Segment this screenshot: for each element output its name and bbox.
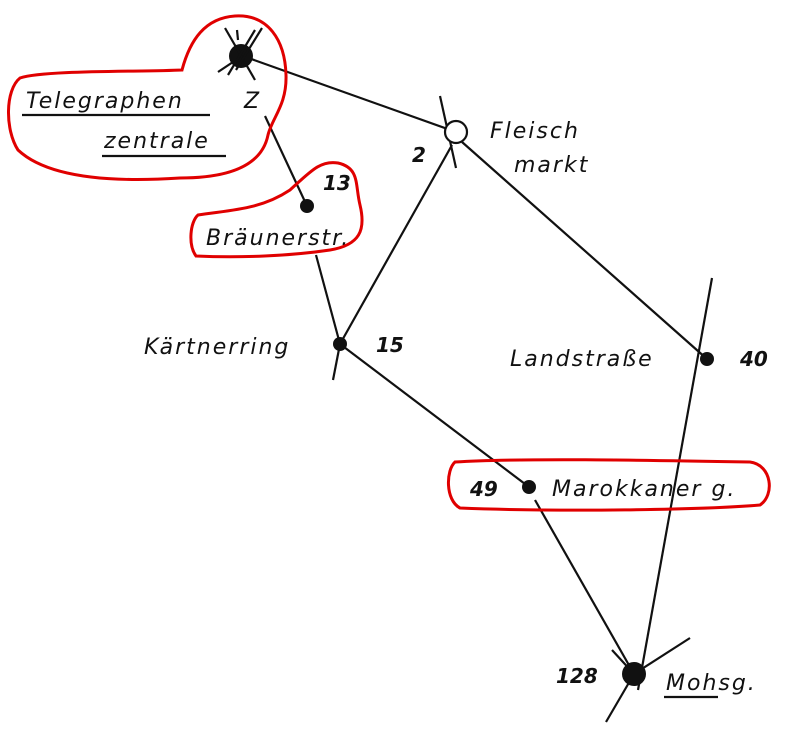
node-fleischmarkt — [443, 119, 469, 145]
label-z-code: Z — [243, 89, 261, 114]
edge-landstrasse-mohsg — [636, 277, 714, 691]
edge-z-braeunerstr — [264, 115, 308, 207]
edges — [239, 53, 714, 723]
edge-fleischmarkt-kaertnerring — [339, 144, 453, 345]
label-braeunerstr: Bräunerstr. — [206, 226, 350, 251]
highlight-braeunerstr — [189, 161, 364, 259]
highlight-marokkanerg — [447, 458, 771, 512]
edge-marokkanerg-mohsg — [534, 499, 635, 675]
node-kaertnerring — [333, 337, 347, 351]
node-braeunerstr — [300, 199, 314, 213]
label-fleischmarkt-line1: Fleisch — [490, 119, 580, 144]
edge-z-fleischmarkt — [239, 53, 457, 134]
node-marokkanerg — [522, 480, 536, 494]
number-fleischmarkt: 2 — [412, 143, 426, 167]
highlight-telegraphen — [7, 14, 288, 182]
label-mohsg: Mohsg. — [666, 671, 757, 696]
number-kaertnerring: 15 — [376, 333, 404, 357]
label-telegraphen-line1: Telegraphen — [26, 89, 184, 114]
node-telegraphen — [217, 27, 263, 81]
node-landstrasse — [700, 352, 714, 366]
rays-icon — [217, 27, 263, 81]
number-marokkanerg: 49 — [469, 477, 498, 501]
number-braeunerstr: 13 — [323, 171, 351, 195]
number-landstrasse: 40 — [739, 347, 768, 371]
edge-fleischmarkt-landstrasse — [461, 141, 708, 360]
edge-kaertnerring-marokkanerg — [339, 343, 530, 488]
label-landstrasse: Landstraße — [510, 347, 654, 372]
label-kaertnerring: Kärtnerring — [144, 335, 290, 360]
node-mohsg — [622, 662, 646, 686]
label-fleischmarkt-line2: markt — [514, 153, 589, 178]
edge-braeunerstr-kaertnerring — [314, 254, 342, 345]
number-mohsg: 128 — [556, 664, 598, 688]
label-marokkanerg: Marokkaner g. — [552, 477, 736, 502]
label-telegraphen-line2: zentrale — [103, 129, 210, 154]
